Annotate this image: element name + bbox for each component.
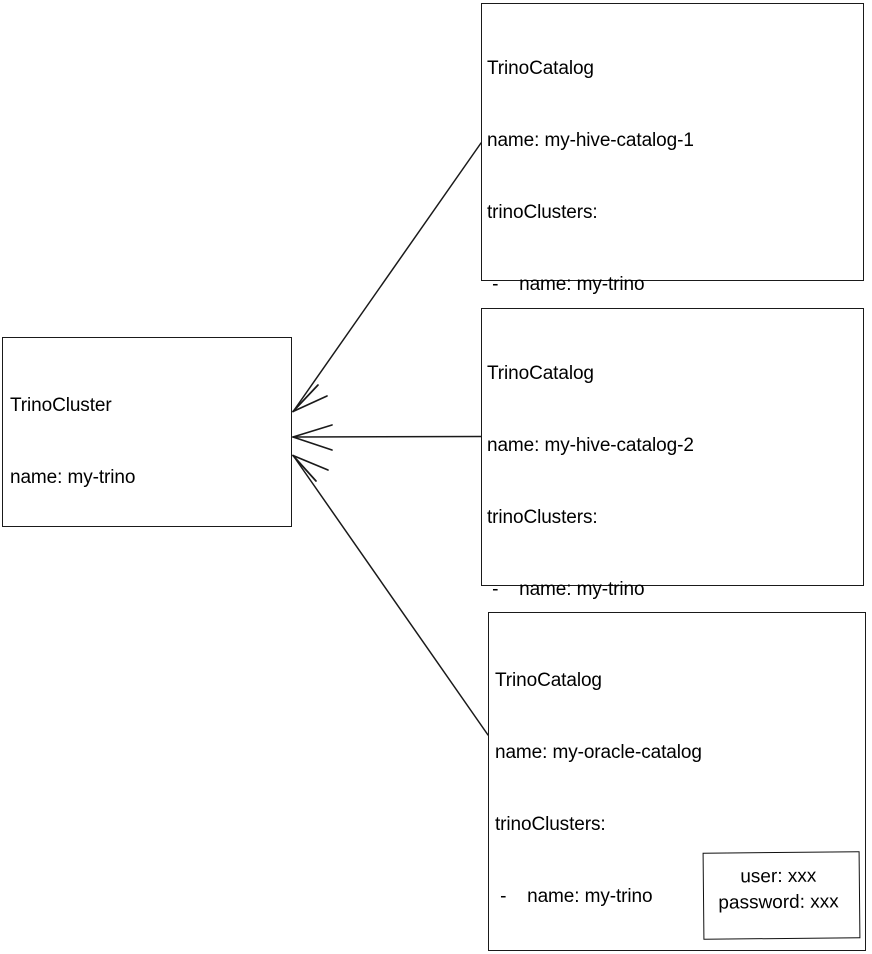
catalog-oracle-spec: TrinoCatalog name: my-oracle-catalog tri… (495, 621, 863, 954)
catalog-oracle-trinoclusters-item: - name: my-trino (495, 886, 653, 907)
catalog-oracle-kind: TrinoCatalog (495, 670, 602, 691)
trino-cluster-kind: TrinoCluster (10, 395, 112, 416)
node-trino-catalog-hive-1[interactable]: TrinoCatalog name: my-hive-catalog-1 tri… (481, 3, 864, 655)
catalog-hive-1-name: name: my-hive-catalog-1 (487, 130, 694, 151)
node-secret[interactable]: user: xxx password: xxx (702, 851, 861, 940)
secret-spec: user: xxx password: xxx (704, 863, 853, 916)
secret-password: password: xxx (718, 891, 839, 914)
catalog-oracle-name: name: my-oracle-catalog (495, 742, 702, 763)
secret-user: user: xxx (740, 865, 817, 888)
catalog-hive-1-trinoclusters-key: trinoClusters: (487, 202, 598, 223)
catalog-hive-2-trinoclusters-key: trinoClusters: (487, 507, 598, 528)
trino-cluster-name: name: my-trino (10, 467, 136, 488)
catalog-oracle-trinoclusters-key: trinoClusters: (495, 814, 606, 835)
catalog-hive-1-trinoclusters-item: - name: my-trino (487, 274, 645, 295)
catalog-hive-2-name: name: my-hive-catalog-2 (487, 435, 694, 456)
node-trino-catalog-hive-2[interactable]: TrinoCatalog name: my-hive-catalog-2 tri… (481, 308, 864, 888)
node-trino-catalog-oracle[interactable]: TrinoCatalog name: my-oracle-catalog tri… (488, 612, 866, 951)
catalog-hive-2-kind: TrinoCatalog (487, 363, 594, 384)
trino-cluster-spec: TrinoCluster name: my-trino (10, 346, 289, 538)
edge-oracle-catalog-to-cluster (292, 454, 489, 736)
catalog-hive-1-kind: TrinoCatalog (487, 58, 594, 79)
edge-hive-catalog-2-to-cluster (292, 424, 482, 451)
catalog-hive-2-trinoclusters-item: - name: my-trino (487, 579, 645, 600)
edge-hive-catalog-1-to-cluster (292, 142, 482, 413)
node-trino-cluster[interactable]: TrinoCluster name: my-trino (2, 337, 292, 527)
